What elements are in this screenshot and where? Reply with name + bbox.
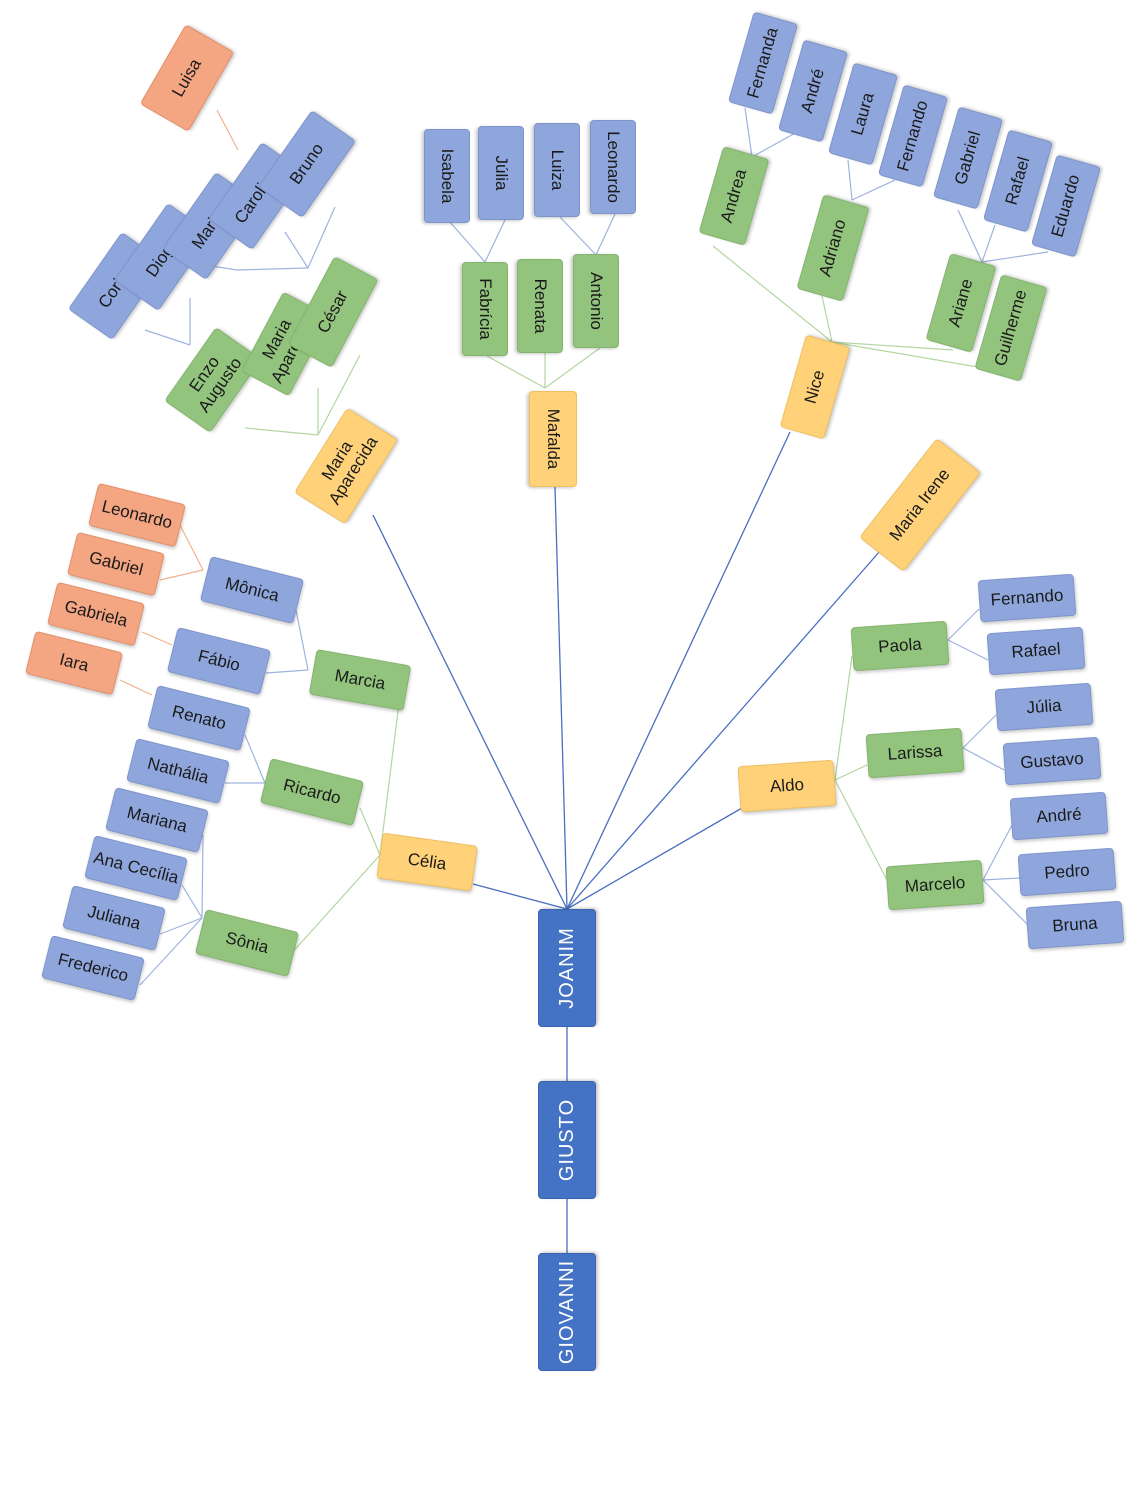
connector-line xyxy=(181,884,203,919)
person-node-fabricia: Fabrícia xyxy=(462,262,508,356)
connector-line xyxy=(566,431,791,910)
connector-line xyxy=(307,206,336,269)
connector-line xyxy=(159,917,203,935)
connector-line xyxy=(962,747,1005,771)
connector-line xyxy=(712,245,833,343)
person-node-joanim: JOANIM xyxy=(538,909,596,1027)
connector-line xyxy=(821,295,833,343)
connector-line xyxy=(236,267,309,271)
connector-line xyxy=(179,524,204,571)
connector-line xyxy=(317,354,361,436)
connector-line xyxy=(947,608,980,641)
connector-line xyxy=(284,231,309,269)
connector-line xyxy=(295,609,309,671)
connector-line xyxy=(201,834,204,919)
connector-line xyxy=(831,341,996,371)
connector-line xyxy=(144,329,191,346)
connector-line xyxy=(834,655,853,781)
connector-line xyxy=(554,486,568,910)
connector-line xyxy=(216,109,239,151)
person-node-isabela: Isabela xyxy=(424,129,470,223)
person-node-antonio: Antonio xyxy=(573,254,619,348)
person-node-mafalda: Mafalda xyxy=(529,391,577,487)
person-node-aldo: Aldo xyxy=(737,759,837,813)
connector-line xyxy=(981,224,996,263)
person-node-rafael-a: Rafael xyxy=(986,626,1086,676)
connector-line xyxy=(982,879,1029,926)
person-node-renata: Renata xyxy=(517,259,563,353)
connector-line xyxy=(566,807,743,910)
connector-line xyxy=(834,779,888,881)
person-node-giovanni: GIOVANNI xyxy=(538,1253,596,1371)
person-node-pedro: Pedro xyxy=(1017,847,1117,897)
connector-line xyxy=(449,221,486,263)
connector-line xyxy=(831,341,954,351)
connector-line xyxy=(981,251,1049,263)
person-node-giusto: GIUSTO xyxy=(538,1081,596,1199)
person-node-gustavo: Gustavo xyxy=(1002,736,1102,786)
person-node-julia-m: Júlia xyxy=(478,126,524,220)
person-node-leonardo-m: Leonardo xyxy=(590,120,636,214)
connector-line xyxy=(379,694,401,856)
connector-line xyxy=(947,639,989,661)
connector-line xyxy=(982,824,1013,881)
person-node-marcelo: Marcelo xyxy=(885,859,985,911)
person-node-larissa: Larissa xyxy=(865,727,965,779)
connector-line xyxy=(486,355,546,389)
connector-line xyxy=(159,569,204,581)
connector-line xyxy=(962,714,997,749)
connector-line xyxy=(751,131,798,158)
connector-line xyxy=(484,219,506,263)
connector-line xyxy=(957,209,983,263)
connector-line xyxy=(141,631,173,646)
person-node-fernando-a: Fernando xyxy=(977,573,1077,623)
person-node-bruna: Bruna xyxy=(1025,900,1125,950)
connector-line xyxy=(359,807,381,856)
connector-line xyxy=(544,347,601,389)
connector-line xyxy=(834,764,868,781)
connector-line xyxy=(472,883,568,910)
person-node-paola: Paola xyxy=(850,620,950,672)
person-node-luiza: Luiza xyxy=(534,123,580,217)
connector-line xyxy=(559,216,597,256)
connector-line xyxy=(982,877,1021,881)
connector-line xyxy=(289,854,381,956)
connector-line xyxy=(139,917,203,986)
connector-line xyxy=(119,679,153,696)
connector-line xyxy=(744,107,753,158)
connector-line xyxy=(372,514,568,910)
connector-line xyxy=(566,550,881,910)
connector-line xyxy=(851,179,896,201)
connector-line xyxy=(244,427,319,436)
connector-line xyxy=(847,159,853,201)
connector-line xyxy=(265,669,309,674)
person-node-andre-a: André xyxy=(1009,791,1109,841)
person-node-julia-a: Júlia xyxy=(994,682,1094,732)
connector-line xyxy=(244,734,266,784)
connector-line xyxy=(595,213,616,256)
